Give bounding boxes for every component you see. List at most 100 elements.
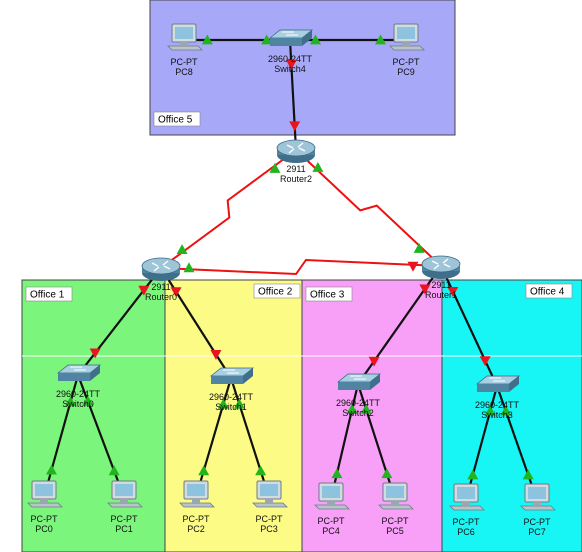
switch3-switch-icon[interactable]	[475, 375, 521, 392]
switch1-switch-icon[interactable]	[209, 367, 255, 384]
pc9-name-label: PC9	[397, 67, 415, 77]
link-pc8-switch4-status-b	[261, 34, 273, 45]
link-switch4-pc9-status-b	[374, 34, 386, 45]
switch1-model-label: 2960-24TT	[209, 392, 254, 402]
office2-zone	[164, 279, 303, 552]
link-router0-switch1-status-b	[210, 349, 222, 360]
link-switch2-pc5-status-b	[381, 468, 393, 479]
link-router2-router1	[295, 149, 442, 267]
pc2-model-label: PC-PT	[183, 514, 211, 524]
router2-router-icon[interactable]	[276, 139, 316, 163]
link-router1-switch3-status-b	[479, 356, 491, 367]
office4-label-box	[525, 283, 573, 299]
pc0-model-label: PC-PT	[31, 514, 59, 524]
link-switch4-pc9-status-a	[310, 34, 322, 45]
office5-label: Office 5	[158, 115, 193, 126]
link-switch3-pc7-status-b	[522, 469, 534, 480]
link-switch3-pc6-status-b	[467, 469, 479, 480]
link-pc8-switch4-status-a	[201, 34, 213, 45]
link-router0-switch0-status-a	[138, 285, 150, 296]
link-switch0-pc0-status-a	[65, 396, 77, 407]
link-switch4-router2	[288, 39, 298, 151]
link-router2-router1-status-b	[413, 243, 425, 253]
link-router2-router0-status-a	[269, 162, 281, 173]
link-router0-switch0-status-b	[89, 348, 101, 359]
switch4-switch-icon[interactable]	[268, 29, 314, 46]
pc5-name-label: PC5	[386, 526, 404, 536]
link-router1-switch2-status-a	[419, 284, 431, 295]
switch0-name-label: Switch0	[62, 399, 94, 409]
switch4-name-label: Switch4	[274, 64, 306, 74]
link-switch1-pc3-status-b	[255, 465, 267, 476]
pc2-name-label: PC2	[187, 524, 205, 534]
pc7-pc-icon[interactable]	[520, 483, 556, 511]
link-switch2-pc4	[329, 383, 360, 500]
pc7-model-label: PC-PT	[524, 517, 552, 527]
pc6-name-label: PC6	[457, 527, 475, 537]
pc0-pc-icon[interactable]	[27, 480, 63, 508]
link-router1-switch2-status-b	[368, 356, 380, 367]
pc5-model-label: PC-PT	[382, 516, 410, 526]
link-switch0-pc1-status-a	[82, 395, 94, 406]
router0-router-icon[interactable]	[141, 257, 181, 281]
pc1-pc-icon[interactable]	[107, 480, 143, 508]
link-switch2-pc4-status-b	[331, 468, 343, 479]
switch1-name-label: Switch1	[215, 402, 247, 412]
pc9-model-label: PC-PT	[393, 57, 421, 67]
link-switch4-router2-status-b	[289, 121, 301, 132]
switch2-switch-icon[interactable]	[336, 373, 382, 390]
link-router2-router1-status-a	[312, 161, 324, 172]
link-switch0-pc0-status-b	[45, 464, 57, 475]
link-router0-router1-status-b	[407, 261, 419, 272]
switch3-name-label: Switch3	[481, 410, 513, 420]
link-switch3-pc6-status-a	[484, 405, 496, 416]
pc1-name-label: PC1	[115, 524, 133, 534]
link-switch1-pc3-status-a	[233, 398, 245, 409]
router2-model-label: 2911	[286, 164, 305, 174]
pc5-pc-icon[interactable]	[378, 482, 414, 510]
switch2-name-label: Switch2	[342, 408, 374, 418]
router1-model-label: 2911	[431, 280, 450, 290]
pc6-model-label: PC-PT	[453, 517, 481, 527]
pc9-pc-icon[interactable]	[389, 23, 425, 51]
pc0-name-label: PC0	[35, 524, 53, 534]
office2-label: Office 2	[258, 287, 293, 298]
link-router0-router1-status-a	[183, 262, 195, 273]
connections	[42, 34, 539, 501]
pc6-pc-icon[interactable]	[449, 483, 485, 511]
pc3-name-label: PC3	[260, 524, 278, 534]
link-switch0-pc1	[76, 374, 126, 498]
office5-zone	[149, 0, 456, 136]
router0-model-label: 2911	[151, 282, 170, 292]
router0-name-label: Router0	[145, 292, 177, 302]
link-router0-switch1-status-a	[170, 287, 182, 298]
link-switch1-pc2	[194, 377, 233, 498]
link-switch0-pc1-status-b	[108, 465, 120, 476]
router1-name-label: Router1	[425, 290, 457, 300]
link-switch1-pc2-status-a	[217, 398, 229, 409]
router1-router-icon[interactable]	[421, 255, 461, 279]
link-router0-switch1	[160, 267, 232, 379]
pc4-model-label: PC-PT	[318, 516, 346, 526]
router2-name-label: Router2	[280, 174, 312, 184]
link-router0-router1	[160, 258, 442, 276]
switch0-model-label: 2960-24TT	[56, 389, 101, 399]
link-switch1-pc2-status-b	[198, 465, 210, 476]
switch3-model-label: 2960-24TT	[475, 400, 520, 410]
pc8-model-label: PC-PT	[171, 57, 199, 67]
pc3-pc-icon[interactable]	[252, 480, 288, 508]
link-switch3-pc6	[464, 385, 499, 501]
switch2-model-label: 2960-24TT	[336, 398, 381, 408]
switch0-switch-icon[interactable]	[56, 364, 102, 381]
link-router2-router0	[160, 149, 297, 269]
link-switch0-pc0	[42, 374, 80, 498]
pc4-pc-icon[interactable]	[314, 482, 350, 510]
pc8-name-label: PC8	[175, 67, 193, 77]
pc7-name-label: PC7	[528, 527, 546, 537]
office3-label-box	[305, 286, 353, 302]
link-switch3-pc7	[495, 385, 539, 501]
pc8-pc-icon[interactable]	[167, 23, 203, 51]
pc2-pc-icon[interactable]	[179, 480, 215, 508]
